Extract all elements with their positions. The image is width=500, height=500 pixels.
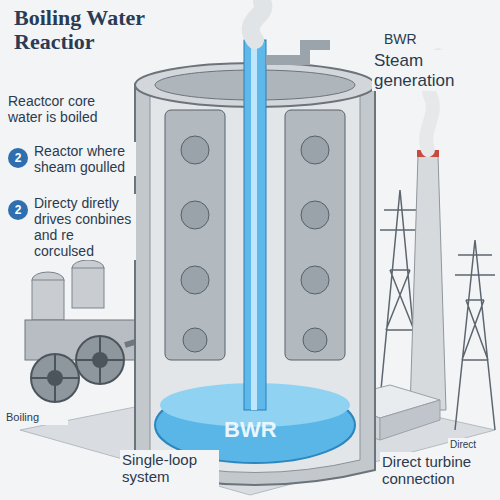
label: BWR [382, 30, 436, 48]
label: Directy diretly drives conbines and re c… [32, 194, 136, 260]
label: Steam generation [372, 50, 496, 91]
label: Reactor where sheam goulled [32, 142, 136, 176]
label: Boiling [4, 410, 68, 425]
diagram-title: Boiling Water Reactior [14, 6, 184, 54]
steam-column [244, 40, 330, 410]
callout-number: 2 [8, 148, 28, 168]
label: BWR [222, 416, 296, 443]
label: Reactcor core water is boiled [6, 92, 134, 126]
label: Single-loop system [120, 450, 219, 487]
callout-number: 2 [8, 200, 28, 220]
label: Direct turbine connection [380, 452, 496, 489]
label: Direct [448, 438, 497, 452]
steam-plume [251, 2, 264, 40]
chimney-stack [410, 55, 446, 410]
